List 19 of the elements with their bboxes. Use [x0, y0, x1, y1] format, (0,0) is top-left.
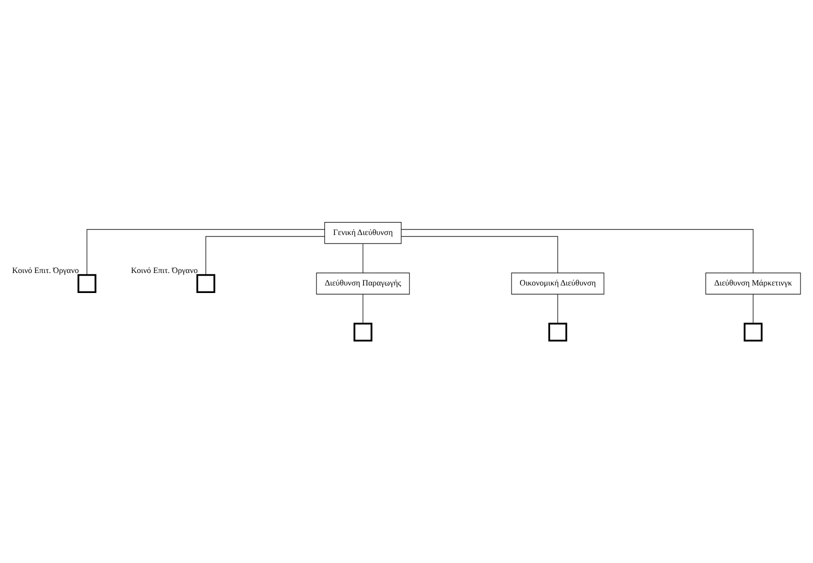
node-box: Διεύθυνση Μάρκετινγκ: [705, 272, 801, 294]
node-box: Οικονομική Διεύθυνση: [511, 272, 604, 294]
connector: [206, 236, 325, 276]
node-box: [548, 322, 568, 342]
connector: [362, 294, 364, 324]
node-box: [196, 274, 216, 293]
node-label: Κοινό Επιτ. Όργανο: [130, 266, 198, 275]
connector: [557, 294, 558, 324]
node-label: Κοινό Επιτ. Όργανο: [12, 266, 79, 275]
node-box: [744, 322, 763, 342]
connector: [362, 243, 364, 274]
connector: [400, 236, 558, 274]
node-box: [78, 274, 96, 293]
connector: [400, 229, 754, 274]
node-box: [354, 322, 372, 342]
node-box: Γενική Διεύθυνση: [324, 222, 402, 244]
connector: [86, 229, 325, 276]
node-box: Διεύθυνση Παραγωγής: [316, 272, 410, 294]
connector: [752, 294, 754, 324]
